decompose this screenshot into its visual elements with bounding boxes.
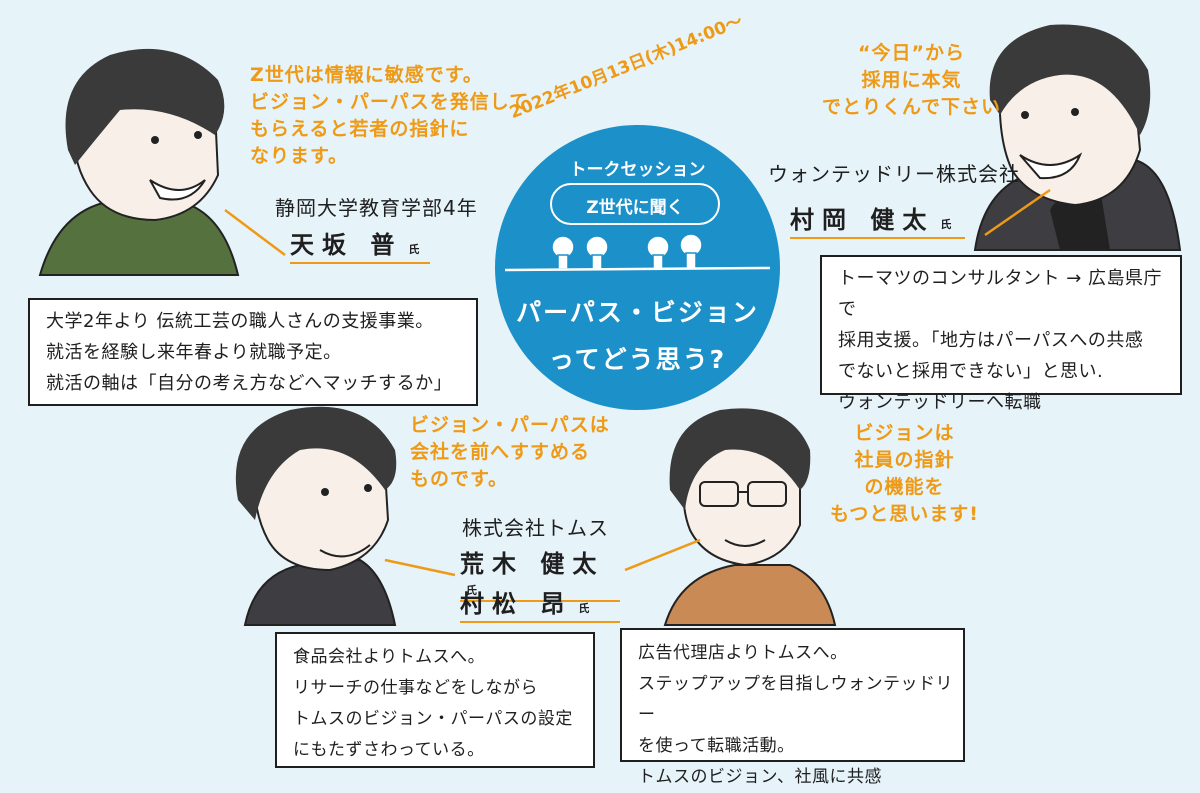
glasses-bio-box: 広告代理店よりトムスへ。 ステップアップを目指しウォンテッドリー を使って転職活… <box>620 628 965 787</box>
amasaka-name-block: 天坂 普氏 <box>290 225 430 264</box>
main-title-line2: ってどう思う? <box>548 345 727 374</box>
honorific: 氏 <box>408 243 420 256</box>
center-circle: トークセッション Z世代に聞く パーパス・ビジョン ってどう思う? <box>495 125 780 410</box>
main-title-line1: パーパス・ビジョン <box>516 298 759 327</box>
portrait-glasses-man <box>663 408 837 626</box>
theme-label: Z世代に聞く <box>586 198 684 218</box>
muraoka-name-block: 村岡 健太氏 <box>790 200 965 239</box>
tms-bio-box: 食品会社よりトムスへ。 リサーチの仕事などをしながら トムスのビジョン・パーパス… <box>275 632 595 768</box>
crowd-icon <box>504 233 771 272</box>
muraoka-name: 村岡 健太 <box>790 206 935 234</box>
theme-speech-bubble: Z世代に聞く <box>550 183 720 225</box>
portrait-muraoka <box>973 24 1182 251</box>
tms-affiliation: 株式会社トムス <box>462 516 609 540</box>
tms-quote: ビジョン・パーパスは 会社を前へすすめる ものです。 <box>410 414 610 490</box>
amasaka-affiliation: 静岡大学教育学部4年 <box>275 196 478 220</box>
araki-name-block: 荒木 健太氏 <box>460 544 620 602</box>
session-label: トークセッション <box>569 160 706 180</box>
muraoka-affiliation: ウォンテッドリー株式会社 <box>768 162 1020 186</box>
muramatsu-name-block: 村松 昂氏 <box>460 584 620 623</box>
araki-name: 荒木 健太 <box>460 550 605 578</box>
portrait-araki <box>235 406 397 626</box>
amasaka-quote: Z世代は情報に敏感です。 ビジョン・パーパスを発信して もらえると若者の指針に … <box>250 64 530 167</box>
muraoka-quote: “今日”から 採用に本気 でとりくんで下さい <box>822 42 1002 118</box>
honorific: 氏 <box>940 218 952 231</box>
muramatsu-name: 村松 昂 <box>460 590 573 618</box>
honorific: 氏 <box>578 602 590 615</box>
amasaka-name: 天坂 普 <box>290 231 403 259</box>
amasaka-bio-box: 大学2年より 伝統工芸の職人さんの支援事業。 就活を経験し来年春より就職予定。 … <box>28 298 478 406</box>
portrait-amasaka <box>38 48 240 276</box>
muraoka-bio-box: トーマツのコンサルタント → 広島県庁で 採用支援。「地方はパーパスへの共感 で… <box>820 255 1182 413</box>
illustrations <box>38 24 1182 626</box>
glasses-quote: ビジョンは 社員の指針 の機能を もつと思います! <box>830 422 979 525</box>
honorific: 氏 <box>466 584 477 597</box>
